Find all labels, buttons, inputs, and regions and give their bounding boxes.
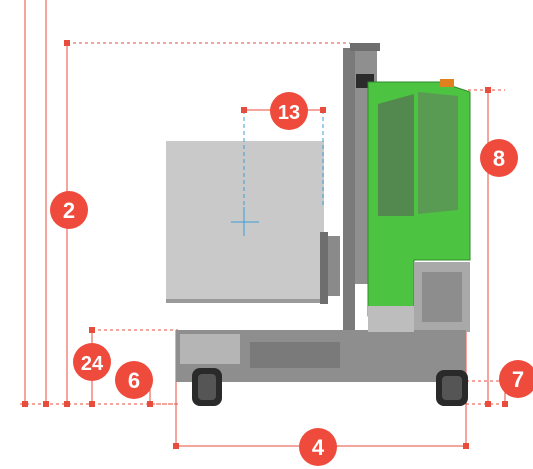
svg-text:4: 4 [312, 435, 325, 460]
svg-text:8: 8 [493, 146, 505, 171]
svg-text:24: 24 [81, 353, 104, 375]
dimension-endpoints-bottom [147, 401, 469, 449]
svg-text:7: 7 [512, 367, 524, 392]
badge-2: 2 [50, 191, 88, 229]
load-center-dimension [243, 110, 324, 207]
load-block [166, 141, 324, 299]
badge-4: 4 [299, 428, 337, 466]
dimension-endpoints-right [485, 87, 508, 407]
badge-6: 6 [115, 361, 153, 399]
badge-8: 8 [480, 139, 518, 177]
badge-24: 24 [73, 343, 111, 381]
badge-13: 13 [270, 92, 308, 130]
badge-7: 7 [499, 360, 533, 398]
svg-text:6: 6 [128, 368, 140, 393]
forklift-diagram [166, 43, 471, 406]
load-center-crosshair [231, 207, 259, 236]
dimension-endpoints-left [22, 40, 95, 407]
svg-text:2: 2 [63, 198, 75, 223]
svg-text:13: 13 [278, 102, 300, 124]
